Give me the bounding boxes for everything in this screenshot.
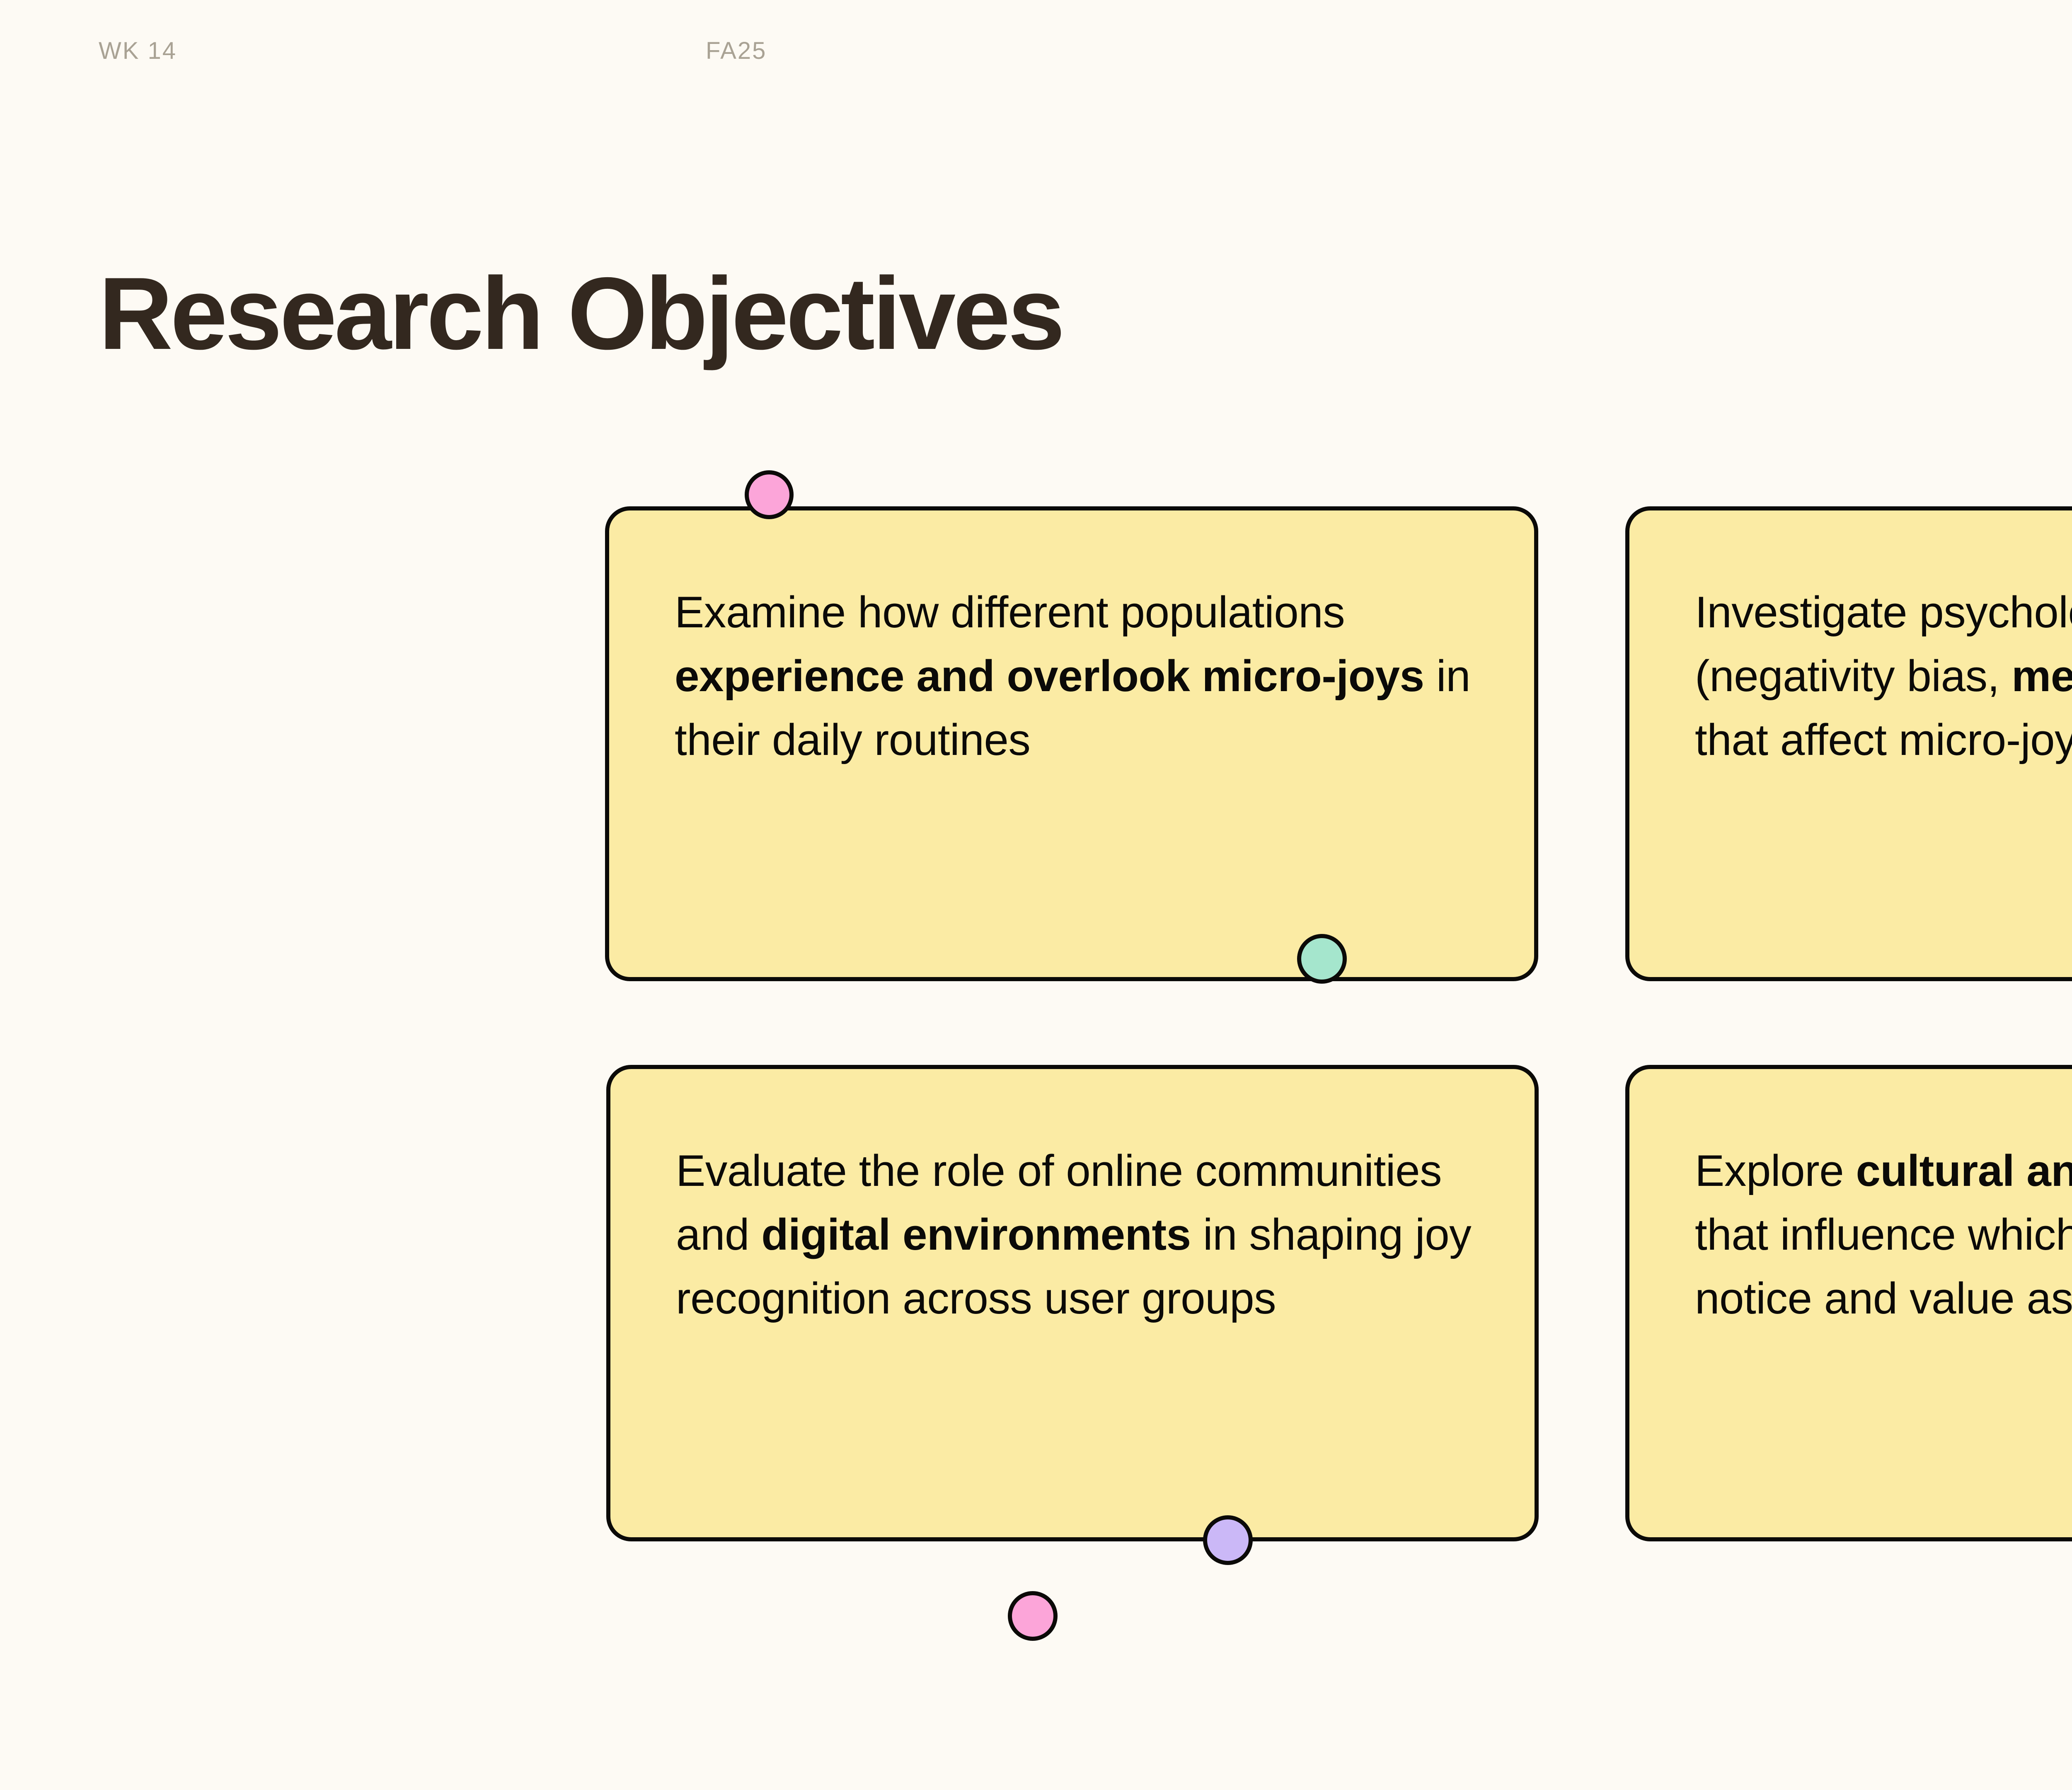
objective-card-4: Explore cultural and contextual factors …	[1625, 1065, 2072, 1541]
objective-card-3: Evaluate the role of online communities …	[606, 1065, 1539, 1541]
purple-circle-icon	[1203, 1515, 1253, 1565]
objective-card-1: Examine how different populations experi…	[605, 506, 1538, 981]
meta-term-label: FA25	[706, 37, 767, 64]
page-title: Research Objectives	[99, 256, 1065, 371]
mint-circle-icon	[1297, 934, 1347, 984]
objective-card-2: Investigate psychological mechanisms (ne…	[1625, 506, 2072, 981]
objective-card-3-text: Evaluate the role of online communities …	[676, 1146, 1472, 1323]
objective-card-1-text: Examine how different populations experi…	[675, 587, 1471, 765]
meta-week-label: WK 14	[99, 37, 177, 64]
pink-circle-icon	[1008, 1591, 1058, 1641]
objective-card-4-text: Explore cultural and contextual factors …	[1695, 1146, 2072, 1323]
objective-card-2-text: Investigate psychological mechanisms (ne…	[1695, 587, 2072, 765]
pink-circle-icon	[745, 470, 794, 519]
slide-meta-row: WK 14 FA25 IXD3	[0, 36, 2072, 65]
